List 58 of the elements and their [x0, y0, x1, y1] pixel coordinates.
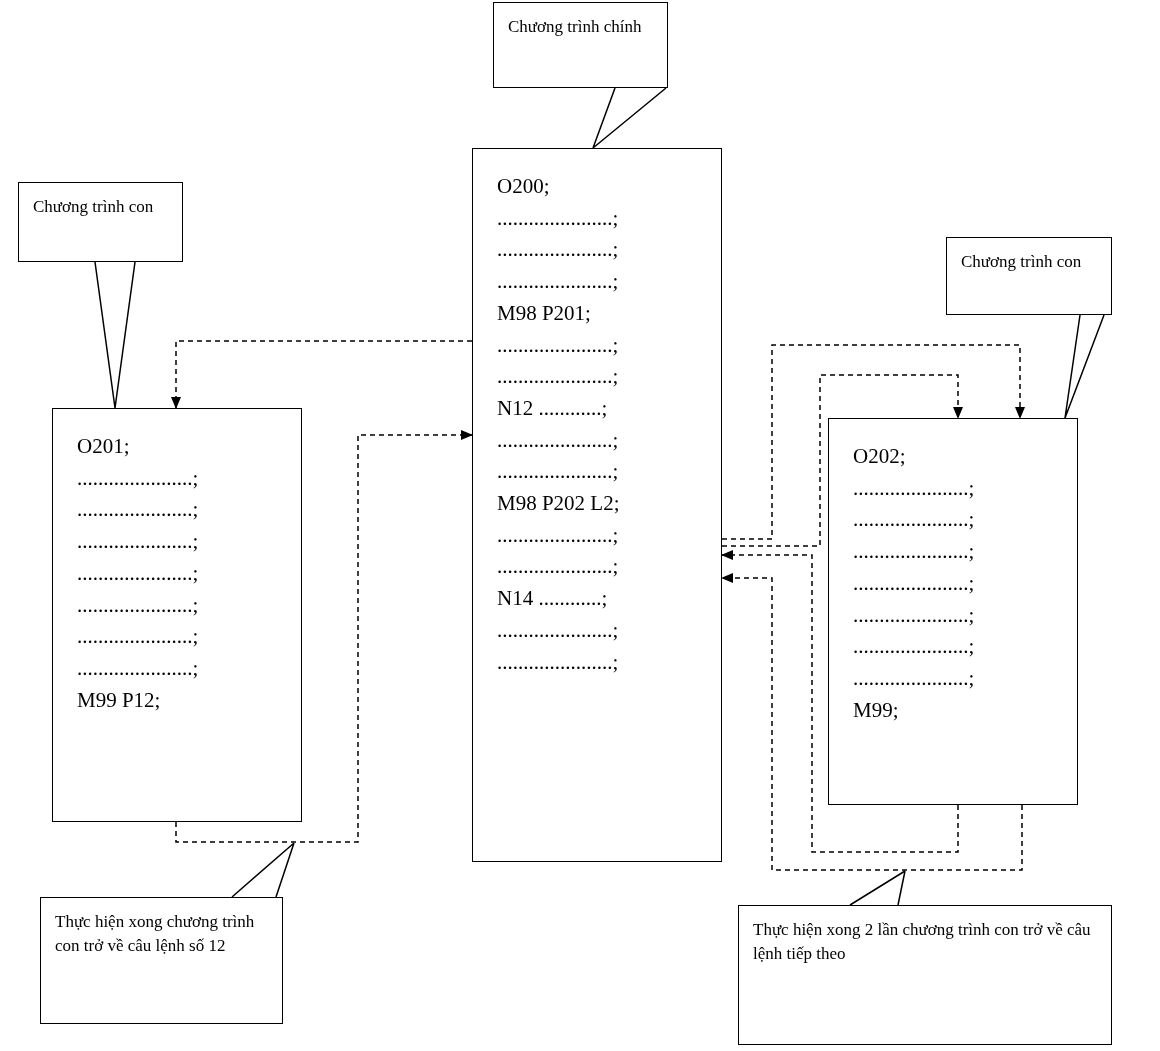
callout-box: [40, 897, 283, 1024]
code-line: ......................;: [497, 616, 619, 644]
code-line: ......................;: [497, 553, 619, 581]
code-line: ......................;: [853, 506, 975, 534]
callout-text: Chương trình chính: [508, 16, 643, 38]
code-line: ......................;: [853, 538, 975, 566]
code-line: ......................;: [497, 521, 619, 549]
callout-text: Thực hiện xong chương trình con trở về câu lệnh số 12: [55, 911, 256, 957]
callout-pointer: [849, 870, 906, 906]
callout-text: Chương trình con: [33, 196, 155, 218]
callout-pointer: [1064, 314, 1105, 419]
code-line: ......................;: [77, 623, 199, 651]
code-line: ......................;: [853, 601, 975, 629]
code-line: ......................;: [497, 204, 619, 232]
program-box: [472, 148, 722, 862]
code-line: M98 P202 L2;: [497, 490, 620, 518]
code-line: ......................;: [497, 648, 619, 676]
code-line: ......................;: [77, 528, 199, 556]
dashed-arrow: [171, 340, 473, 409]
program-box: [828, 418, 1078, 805]
callout-text: Thực hiện xong 2 lần chương trình con trở về câu lệnh tiếp theo: [753, 919, 1092, 965]
code-line: O201;: [77, 433, 130, 460]
code-line: ......................;: [853, 569, 975, 597]
code-line: N12 ............;: [497, 394, 608, 422]
code-line: ......................;: [77, 496, 199, 524]
code-line: ......................;: [497, 331, 619, 359]
code-line: M99;: [853, 696, 899, 724]
code-line: ......................;: [77, 591, 199, 619]
callout-pointer: [592, 87, 667, 149]
code-line: ......................;: [77, 654, 199, 682]
callout-box: [493, 2, 668, 88]
code-line: ......................;: [497, 426, 619, 454]
code-line: M99 P12;: [77, 686, 161, 714]
code-line: M98 P201;: [497, 299, 591, 327]
code-line: N14 ............;: [497, 585, 608, 613]
dashed-arrow: [175, 430, 473, 843]
dashed-arrow: [721, 374, 963, 547]
code-line: ......................;: [497, 363, 619, 391]
dashed-arrow: [721, 573, 1023, 871]
dashed-arrow: [721, 550, 959, 853]
code-line: ......................;: [497, 268, 619, 296]
program-box: [52, 408, 302, 822]
code-line: ......................;: [77, 464, 199, 492]
code-line: ......................;: [853, 474, 975, 502]
code-line: O200;: [497, 173, 550, 200]
code-line: ......................;: [853, 664, 975, 692]
callout-pointer: [231, 842, 295, 898]
code-line: O202;: [853, 443, 906, 470]
callout-box: [738, 905, 1112, 1045]
code-line: ......................;: [77, 559, 199, 587]
callout-box: [946, 237, 1112, 315]
dashed-arrow: [721, 344, 1025, 540]
callout-box: [18, 182, 183, 262]
code-line: ......................;: [853, 633, 975, 661]
callout-pointer: [94, 261, 136, 409]
callout-text: Chương trình con: [961, 251, 1083, 273]
code-line: ......................;: [497, 458, 619, 486]
code-line: ......................;: [497, 236, 619, 264]
